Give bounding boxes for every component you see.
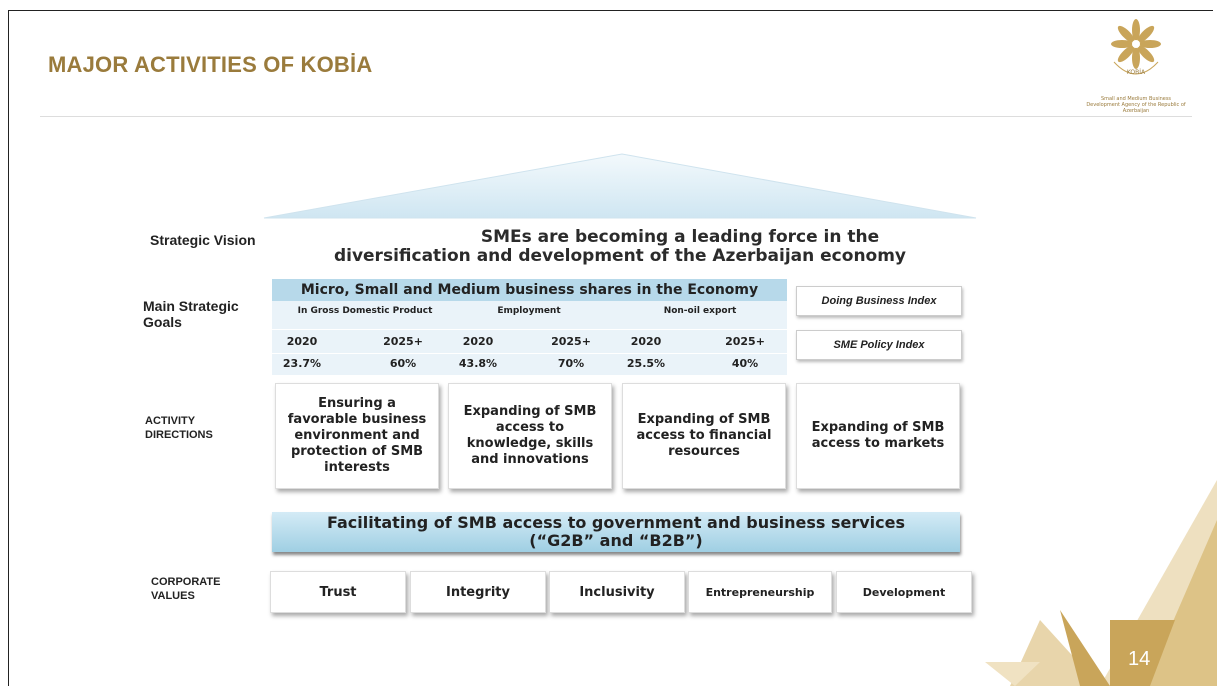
sme-policy-index-box: SME Policy Index: [796, 330, 962, 360]
activity-direction-card: Expanding of SMB access to knowledge, sk…: [448, 383, 612, 489]
strategic-vision-text: SMEs are becoming a leading force in the…: [270, 228, 970, 266]
goal-year: 2020: [630, 335, 662, 348]
value-entrepreneurship: Entrepreneurship: [688, 571, 832, 613]
facilitation-banner: Facilitating of SMB access to government…: [272, 512, 960, 552]
goal-category: Employment: [497, 306, 561, 316]
roof-shape: [263, 153, 977, 219]
activity-direction-card: Expanding of SMB access to financial res…: [622, 383, 786, 489]
vision-line-2: diversification and development of the A…: [333, 246, 907, 266]
goal-value: 70%: [557, 357, 585, 370]
value-integrity: Integrity: [410, 571, 546, 613]
goals-table: Micro, Small and Medium business shares …: [272, 279, 787, 375]
activity-direction-card: Ensuring a favorable business environmen…: [275, 383, 439, 489]
title-divider: [40, 116, 1192, 117]
activity-direction-card: Expanding of SMB access to markets: [796, 383, 960, 489]
value-development: Development: [836, 571, 972, 613]
kobia-flower-icon: KOBİA: [1111, 19, 1161, 76]
slide-title: MAJOR ACTIVITIES OF KOBİA: [48, 52, 373, 77]
goal-value: 60%: [389, 357, 417, 370]
corporate-values-label: CORPORATE VALUES: [151, 576, 221, 602]
goal-year: 2020: [462, 335, 494, 348]
value-trust: Trust: [270, 571, 406, 613]
goals-row-divider: [272, 353, 787, 354]
goal-value: 25.5%: [626, 357, 666, 370]
goal-year: 2025+: [725, 335, 765, 348]
facilitation-line-2: (“G2B” and “B2B”): [529, 531, 703, 550]
goal-category: In Gross Domestic Product: [297, 306, 433, 316]
goal-year: 2025+: [551, 335, 591, 348]
goal-value: 40%: [731, 357, 759, 370]
goals-row-divider: [272, 329, 787, 330]
logo-wordmark: KOBİA: [1127, 69, 1146, 76]
doing-business-index-box: Doing Business Index: [796, 286, 962, 316]
goal-value: 23.7%: [282, 357, 322, 370]
facilitation-line-1: Facilitating of SMB access to government…: [327, 513, 905, 532]
logo-caption: Small and Medium Business Development Ag…: [1086, 96, 1186, 114]
page-number: 14: [1128, 648, 1151, 670]
slide-border-top: [8, 10, 1213, 11]
vision-line-1: SMEs are becoming a leading force in the: [480, 227, 880, 247]
goal-year: 2025+: [383, 335, 423, 348]
main-goals-label: Main Strategic Goals: [143, 298, 239, 330]
strategic-vision-label: Strategic Vision: [150, 232, 256, 248]
goal-value: 43.8%: [458, 357, 498, 370]
goal-category: Non-oil export: [663, 306, 737, 316]
activity-directions-label: ACTIVITY DIRECTIONS: [145, 415, 213, 441]
slide-border-left: [8, 10, 9, 686]
goals-heading: Micro, Small and Medium business shares …: [272, 279, 787, 301]
goal-year: 2020: [286, 335, 318, 348]
kobia-logo: KOBİA Small and Medium Business Developm…: [1086, 14, 1186, 132]
value-inclusivity: Inclusivity: [549, 571, 685, 613]
